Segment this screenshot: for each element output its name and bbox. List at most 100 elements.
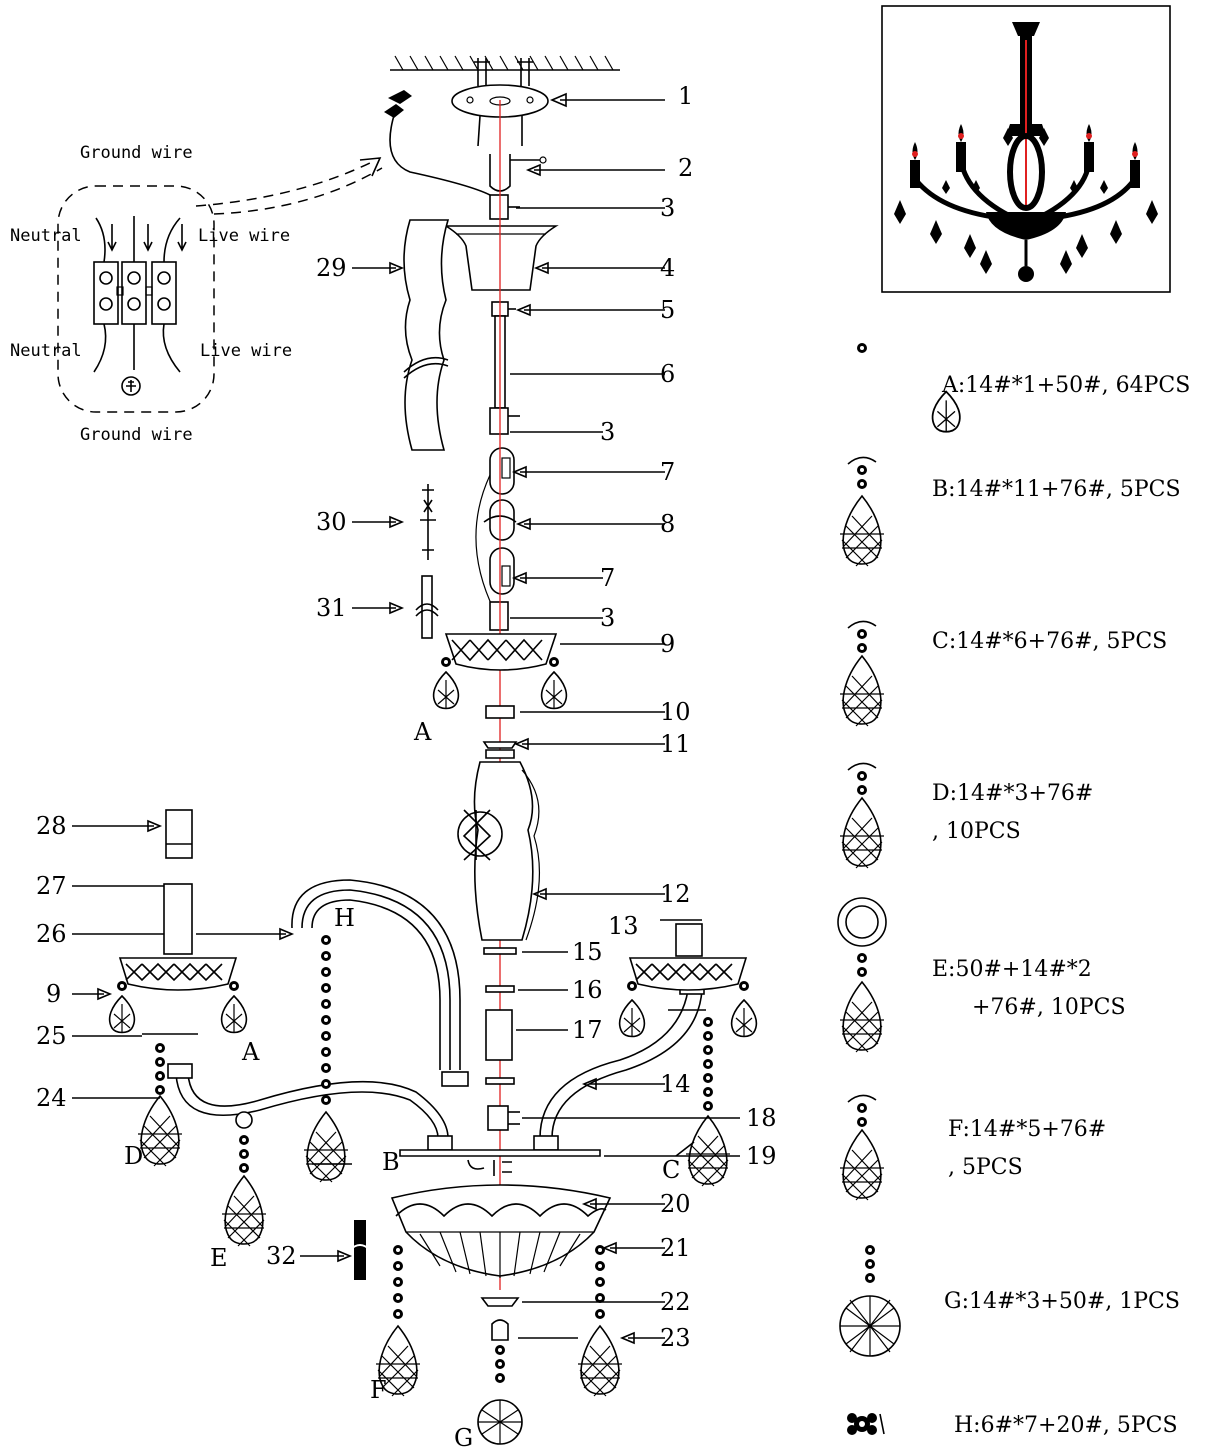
part-label: 11 <box>660 730 691 758</box>
part-label: 25 <box>36 1022 67 1050</box>
part-label: 26 <box>36 920 67 948</box>
arm-h-upper <box>291 879 469 1087</box>
letter-label: H <box>334 904 355 932</box>
part-label: 1 <box>678 82 693 110</box>
top-bobeche <box>432 633 568 710</box>
legend-g: G:14#*3+50#, 1PCS <box>944 1289 1180 1314</box>
neutral-label-top: Neutral <box>10 226 82 246</box>
washer-part-14b <box>485 1077 515 1085</box>
left-bobeche <box>108 957 248 1034</box>
right-bobeche <box>618 923 758 1038</box>
strand-g <box>477 1345 523 1445</box>
part-label: 2 <box>678 154 693 182</box>
part-label: 3 <box>660 194 675 222</box>
part-label: 21 <box>660 1234 691 1262</box>
strand-f-left <box>375 1245 421 1397</box>
live-wire-label-top: Live wire <box>198 226 290 246</box>
link-part-3-top <box>489 194 520 220</box>
hook-part-23 <box>491 1319 509 1341</box>
legend: A:14#*1+50#, 64PCS B:14#*11+76#, 5PCS C:… <box>837 343 1190 1438</box>
letter-label: B <box>382 1148 400 1176</box>
strand-f-right <box>577 1245 623 1397</box>
candle-cup-part-28 <box>165 809 193 859</box>
cap-part-22 <box>480 1297 520 1307</box>
canopy-part-4 <box>443 225 559 291</box>
part-label: 13 <box>608 912 639 940</box>
part-label: 29 <box>316 254 347 282</box>
ring-part-11 <box>482 741 518 759</box>
connector-block <box>384 90 412 118</box>
letter-label: F <box>370 1376 387 1404</box>
part-letter-labels: A H A D B C E F G <box>124 718 680 1452</box>
legend-icon-b <box>839 456 885 567</box>
hook-part-2 <box>489 154 547 192</box>
arm-right <box>533 979 705 1151</box>
part-label: 22 <box>660 1288 691 1316</box>
arm-left <box>167 1063 453 1151</box>
washer-part-15 <box>483 947 517 955</box>
neutral-label-bottom: Neutral <box>10 341 82 361</box>
legend-f-line1: F:14#*5+76# <box>948 1117 1106 1142</box>
sleeve-part-17 <box>485 1009 513 1061</box>
part-label: 31 <box>316 594 347 622</box>
column-part-12 <box>457 761 541 941</box>
part-label: 3 <box>600 418 615 446</box>
legend-e-line1: E:50#+14#*2 <box>932 957 1092 982</box>
cap-part-10 <box>485 705 515 719</box>
ceiling <box>390 55 620 86</box>
legend-icon-h <box>847 1413 885 1435</box>
letter-label: C <box>662 1156 680 1184</box>
part-label: 7 <box>660 458 675 486</box>
part-label: 15 <box>572 938 603 966</box>
letter-label: A <box>241 1038 260 1066</box>
ground-wire-label-top: Ground wire <box>80 143 193 163</box>
link-part-3-mid <box>489 407 520 435</box>
strand-d <box>137 1043 183 1167</box>
plate-part-19 <box>399 1149 601 1176</box>
part-label: 28 <box>36 812 67 840</box>
part-label: 24 <box>36 1084 67 1112</box>
part-label: 18 <box>746 1104 777 1132</box>
part-32 <box>349 1220 371 1280</box>
legend-icon-f <box>839 1094 885 1201</box>
legend-e-line2: +76#, 10PCS <box>972 995 1126 1020</box>
part-label: 20 <box>660 1190 691 1218</box>
ground-wire-label-bottom: Ground wire <box>80 425 193 445</box>
bowl-part-20-21 <box>390 1184 612 1278</box>
nut-part-5 <box>491 301 516 317</box>
letter-label: G <box>454 1424 473 1452</box>
part-label: 10 <box>660 698 691 726</box>
link-part-3-bottom <box>489 601 509 631</box>
part-label: 30 <box>316 508 347 536</box>
strand-e <box>221 1111 267 1247</box>
strand-b <box>303 935 349 1183</box>
part-label: 17 <box>572 1016 603 1044</box>
letter-label: E <box>210 1244 228 1272</box>
candle-part-27 <box>163 883 193 955</box>
part-label: 8 <box>660 510 675 538</box>
wire-part-30 <box>420 484 436 560</box>
washer-part-16 <box>485 985 515 993</box>
nut-part-18 <box>487 1105 520 1131</box>
leader-lines <box>72 92 740 1345</box>
wiring-box <box>57 157 383 413</box>
legend-icon-d <box>839 762 885 869</box>
part-label: 32 <box>266 1242 297 1270</box>
legend-icon-g <box>839 1245 901 1357</box>
part-label: 9 <box>660 630 675 658</box>
legend-icon-e <box>837 897 887 1053</box>
part-label: 6 <box>660 360 675 388</box>
preview-image <box>881 5 1171 293</box>
part-label: 16 <box>572 976 603 1004</box>
part-label: 19 <box>746 1142 777 1170</box>
part-label: 12 <box>660 880 691 908</box>
part-label: 4 <box>660 254 675 282</box>
legend-f-line2: , 5PCS <box>948 1155 1023 1180</box>
live-wire-label-bottom: Live wire <box>200 341 292 361</box>
part-label: 7 <box>600 564 615 592</box>
part-number-labels: 1 2 3 4 5 6 3 7 8 7 3 9 10 11 12 13 15 1… <box>36 82 777 1352</box>
tube-part-29 <box>403 219 450 451</box>
legend-a: A:14#*1+50#, 64PCS <box>941 373 1190 398</box>
pin-part-31 <box>415 575 439 639</box>
legend-d-line1: D:14#*3+76# <box>932 781 1093 806</box>
